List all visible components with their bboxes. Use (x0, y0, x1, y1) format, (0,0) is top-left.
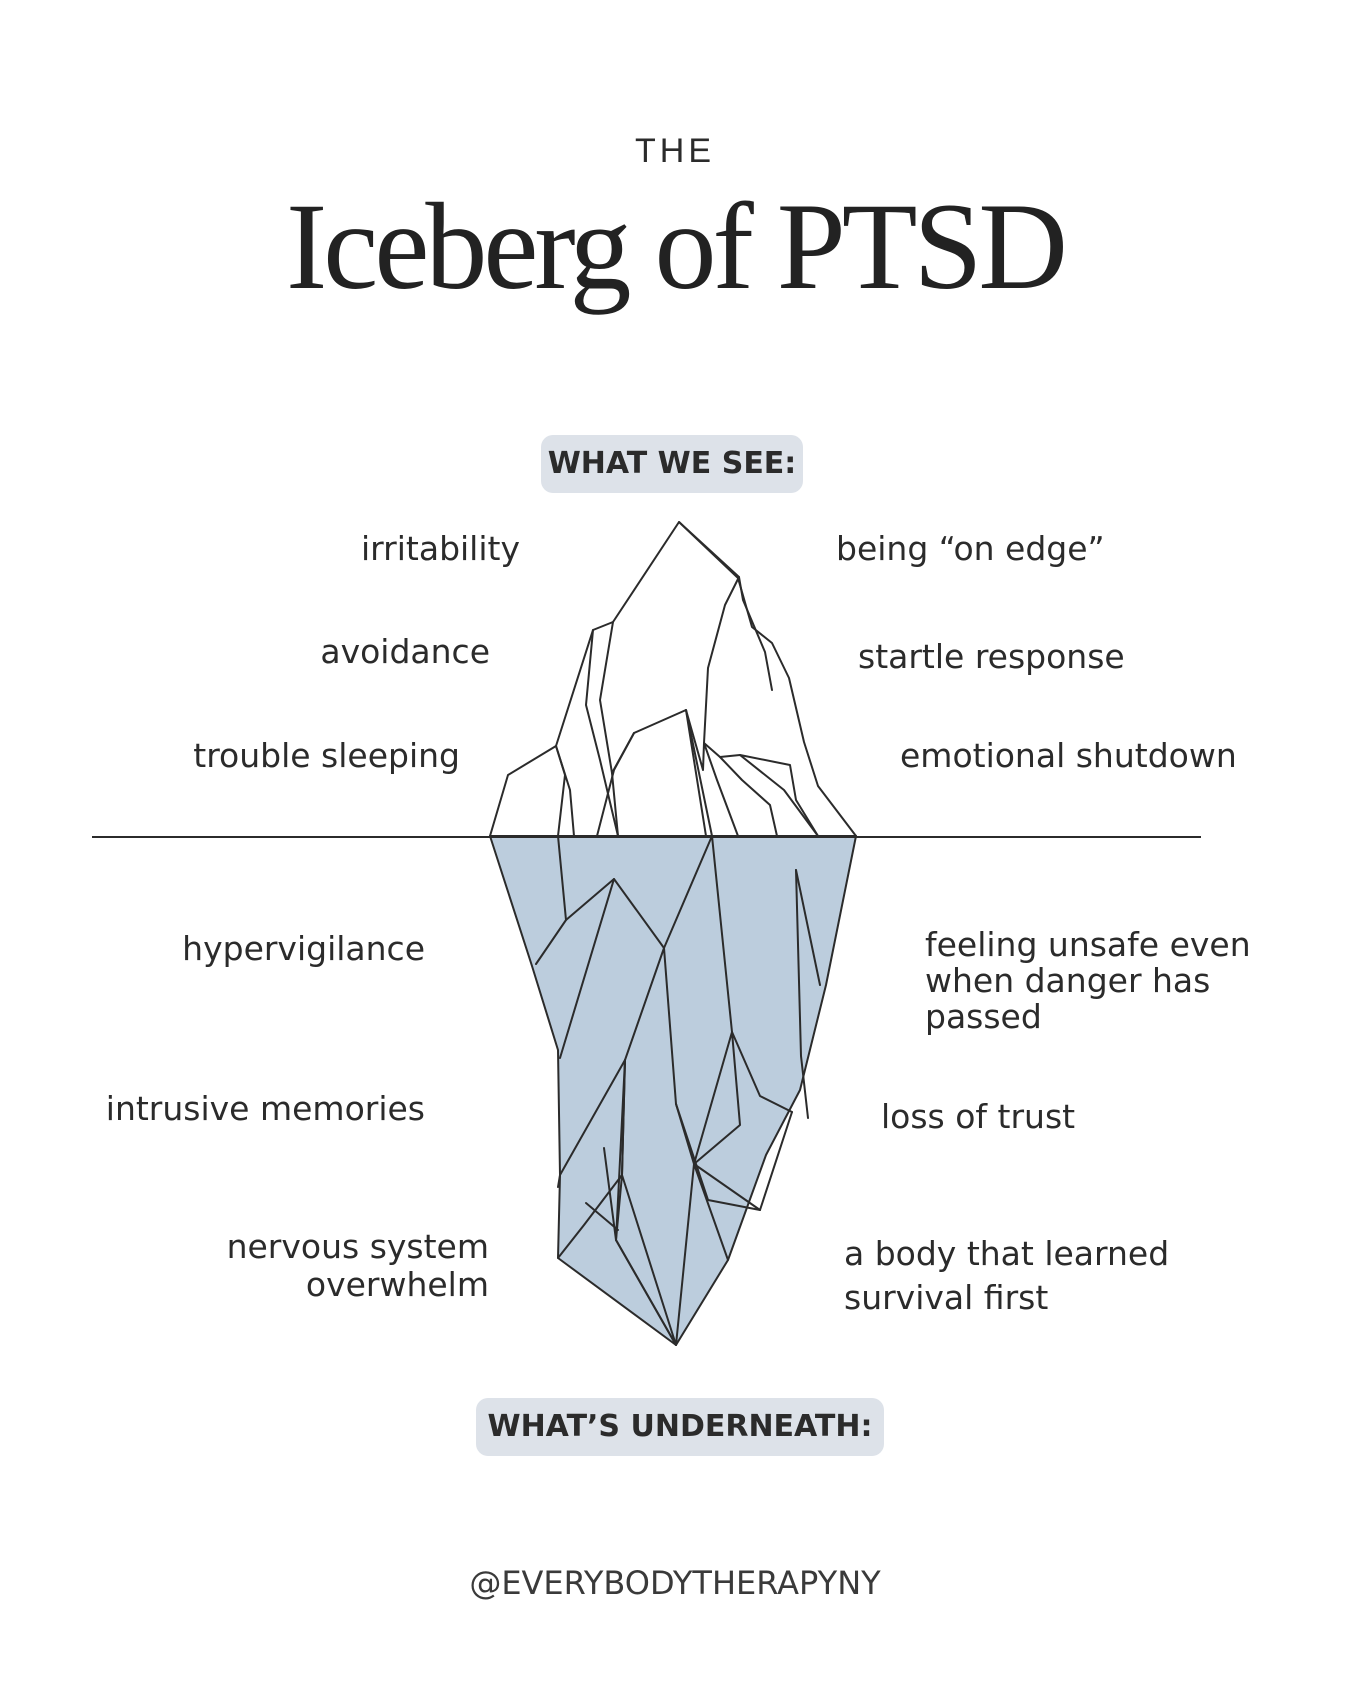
label-feeling-unsafe-line3: passed (925, 997, 1042, 1036)
label-irritability: irritability (361, 529, 520, 568)
label-loss-of-trust: loss of trust (881, 1097, 1076, 1136)
label-startle-response: startle response (858, 637, 1125, 676)
label-being-on-edge: being “on edge” (836, 529, 1105, 568)
label-trouble-sleeping: trouble sleeping (193, 736, 460, 775)
label-hypervigilance: hypervigilance (182, 929, 425, 968)
label-emotional-shutdown: emotional shutdown (900, 736, 1237, 775)
whats-underneath-badge: WHAT’S UNDERNEATH: (476, 1398, 884, 1456)
label-body-learned-line1: a body that learned (844, 1234, 1170, 1273)
label-body-learned-line2: survival first (844, 1278, 1049, 1317)
label-feeling-unsafe-line2: when danger has (925, 961, 1211, 1000)
label-overwhelm: overwhelm (305, 1265, 489, 1304)
title-kicker: THE (635, 132, 715, 170)
iceberg-facets (489, 521, 857, 1346)
label-feeling-unsafe-line1: feeling unsafe even (925, 925, 1251, 964)
iceberg-tip-outline (489, 521, 857, 837)
label-avoidance: avoidance (320, 632, 490, 671)
iceberg-underwater-fill (489, 835, 857, 1346)
footer-handle: @EVERYBODYTHERAPYNY (469, 1564, 881, 1602)
what-we-see-badge: WHAT WE SEE: (541, 435, 803, 493)
label-nervous-system: nervous system (226, 1227, 489, 1266)
page-title: Iceberg of PTSD (286, 178, 1068, 315)
label-intrusive-memories: intrusive memories (105, 1089, 425, 1128)
